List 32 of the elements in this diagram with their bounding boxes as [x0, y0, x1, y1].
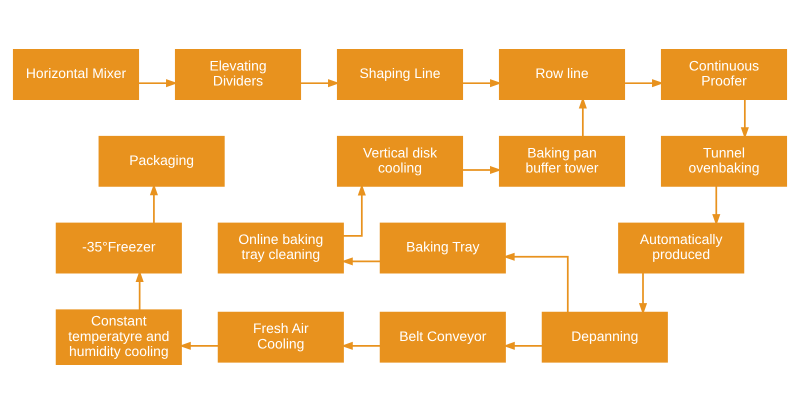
arrow [503, 342, 542, 350]
node-box: Online baking tray cleaning [218, 222, 344, 274]
node-box: Horizontal Mixer [12, 49, 140, 100]
arrow [638, 273, 648, 315]
arrow [624, 79, 664, 88]
node-box: Vertical disk cooling [336, 136, 464, 187]
node-box: Constant temperatyre and humidity cooling [56, 309, 182, 365]
node-box: Continuous Proofer [660, 49, 788, 100]
arrow [712, 186, 720, 226]
arrow [300, 79, 340, 88]
arrow [150, 184, 158, 223]
node-box: Depanning [542, 312, 668, 363]
node-box: -35°Freezer [56, 222, 182, 274]
arrow [179, 342, 218, 350]
node-box: Packaging [98, 136, 225, 187]
node-box: Row line [498, 49, 626, 100]
arrow [462, 79, 502, 88]
arrow [740, 100, 749, 139]
node-box: Baking Tray [380, 222, 506, 274]
arrow [503, 252, 569, 312]
node-box: Elevating Dividers [174, 49, 302, 100]
node-box: Baking pan buffer tower [498, 136, 626, 187]
node-box: Fresh Air Cooling [218, 312, 344, 363]
node-box: Belt Conveyor [380, 312, 506, 363]
arrow [341, 342, 380, 350]
arrow [343, 184, 366, 237]
arrow [341, 257, 380, 266]
arrow [462, 166, 502, 174]
node-box: Tunnel ovenbaking [660, 136, 788, 187]
node-box: Automatically produced [618, 222, 744, 274]
arrow [138, 79, 178, 88]
node-box: Shaping Line [336, 49, 464, 100]
